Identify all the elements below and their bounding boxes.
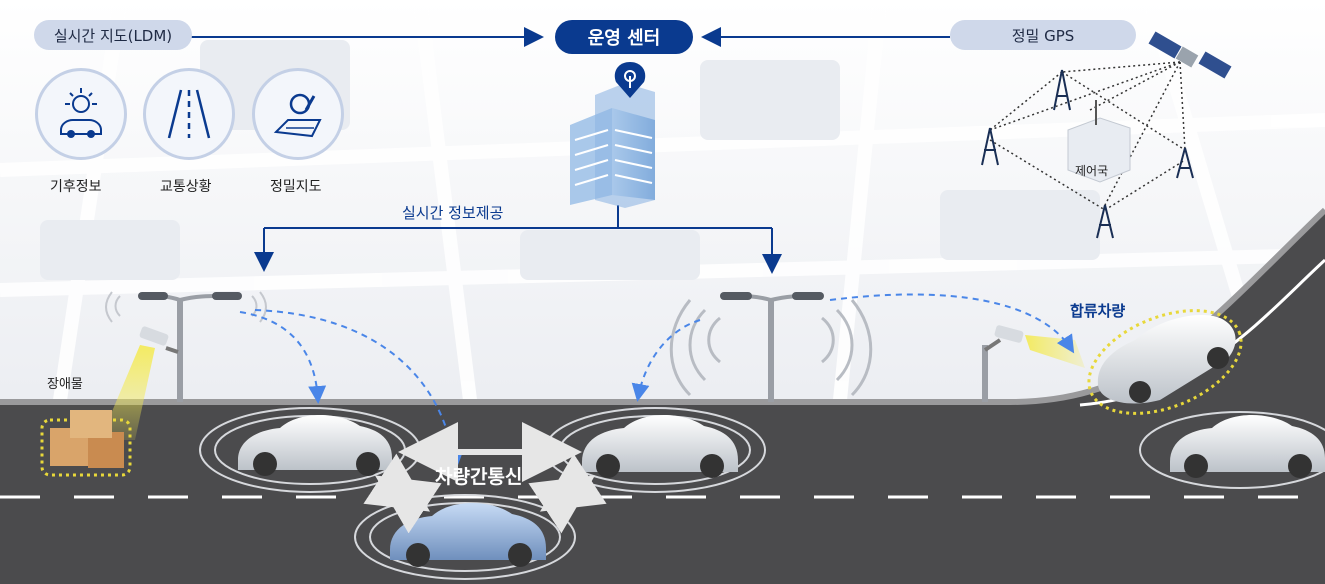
- car-right-edge: [1139, 411, 1325, 489]
- obstacle-boxes: [40, 410, 132, 477]
- satellite-icon: [1148, 31, 1232, 79]
- control-station-label: 제어국: [1075, 164, 1109, 178]
- v2v-arrows: [363, 422, 607, 534]
- antenna-pin-icon: [614, 62, 646, 98]
- ldm-pill: 실시간 지도(LDM): [34, 20, 192, 50]
- info-distribution-arrow: [254, 205, 782, 274]
- traffic-label: 교통상황: [160, 179, 212, 195]
- v2v-label: 차량간통신: [435, 466, 523, 488]
- obstacle-label: 장애물: [47, 377, 83, 392]
- merging-vehicle-label: 합류차량: [1070, 302, 1126, 320]
- map-blocks: [40, 40, 1100, 280]
- operation-center-building: [570, 83, 655, 208]
- weather-car-icon: [35, 68, 127, 160]
- car-center: [544, 407, 766, 493]
- weather-label: 기후정보: [50, 179, 102, 195]
- car-merging: [1087, 309, 1243, 415]
- realtime-info-label: 실시간 정보제공: [402, 204, 504, 222]
- street-lamp-left: [100, 291, 267, 440]
- street-lamp-center: [669, 292, 873, 402]
- cctv-camera-icon: [139, 326, 179, 354]
- road-lanes-icon: [143, 68, 235, 160]
- operation-center-pill: 운영 센터: [555, 20, 693, 54]
- gps-network: [981, 31, 1232, 239]
- cctv-camera-icon: [983, 325, 1024, 352]
- map-magnifier-icon: [252, 68, 344, 160]
- precise-map-label: 정밀지도: [270, 179, 322, 195]
- tower-icon: [981, 69, 1194, 239]
- control-station-building: [1067, 100, 1131, 183]
- precise-gps-pill: 정밀 GPS: [950, 20, 1136, 50]
